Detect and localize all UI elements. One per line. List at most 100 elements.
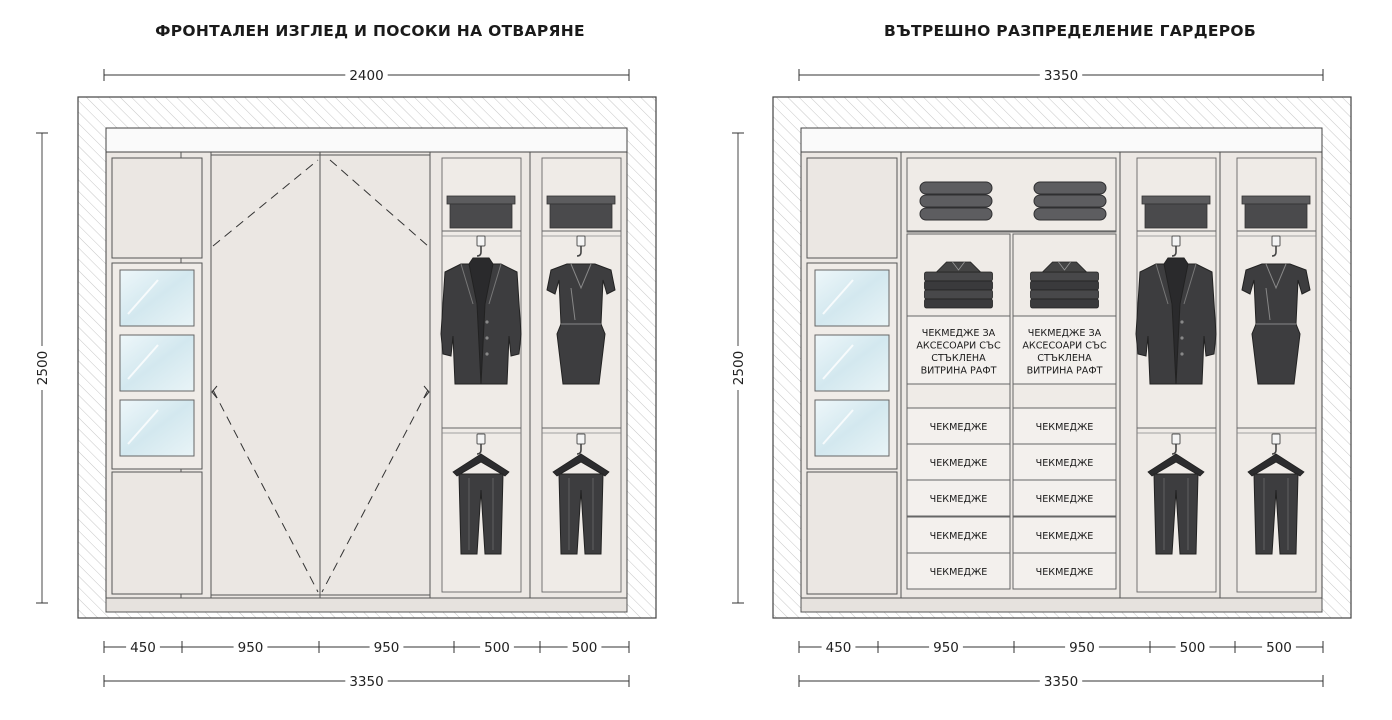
storage-box: [549, 203, 613, 229]
storage-box-lid: [1141, 195, 1211, 205]
drawer-label: ЧЕКМЕДЖЕ: [1036, 494, 1094, 505]
left-dim-height-label: 2500: [35, 351, 51, 385]
left-glass-pane-3: [119, 399, 195, 457]
drawer-label: ЧЕКМЕДЖЕ: [930, 494, 988, 505]
drawer: [1012, 443, 1117, 481]
left-dim-top: 2400: [103, 66, 630, 84]
storage-box: [1144, 203, 1208, 229]
left-dim-section-3-label: 950: [374, 640, 400, 656]
right-dim-section-1-label: 450: [826, 640, 852, 656]
womens-suit-icon: [1241, 235, 1311, 385]
mens-jacket-icon: [1135, 235, 1217, 385]
accessory-drawer-label-line: ЧЕКМЕДЖЕ ЗА: [1028, 328, 1102, 339]
right-dim-total: 3350: [798, 672, 1324, 690]
right-dim-height: 2500: [729, 132, 747, 604]
accessory-drawer-1: [906, 315, 1011, 385]
front-elevation: 2400 2500 450 950 950 500 500 3350: [33, 66, 657, 690]
left-dim-section-1-label: 450: [130, 640, 156, 656]
right-dim-section-4: 500: [1149, 638, 1236, 656]
drawer: [906, 552, 1011, 590]
storage-box-lid: [546, 195, 616, 205]
right-dim-height-label: 2500: [731, 351, 747, 385]
accessory-drawer-label-line: СТЪКЛЕНА: [931, 353, 986, 364]
drawer: [906, 479, 1011, 517]
left-dim-section-3: 950: [318, 638, 455, 656]
mens-jacket-icon: [440, 235, 522, 385]
interior-layout-title: ВЪТРЕШНО РАЗПРЕДЕЛЕНИЕ ГАРДЕРОБ: [884, 22, 1256, 40]
accessory-drawer-label-line: ВИТРИНА РАФТ: [1027, 366, 1103, 377]
storage-box-lid: [1241, 195, 1311, 205]
right-top-bulkhead: [800, 127, 1323, 153]
drawer-label: ЧЕКМЕДЖЕ: [1036, 458, 1094, 469]
drawer: [1012, 516, 1117, 554]
drawer: [1012, 552, 1117, 590]
right-upper-door: [806, 157, 898, 259]
right-dim-section-5-label: 500: [1266, 640, 1292, 656]
right-dim-section-3: 950: [1013, 638, 1151, 656]
right-dim-section-3-label: 950: [1069, 640, 1095, 656]
left-dim-section-1: 450: [103, 638, 183, 656]
left-glass-pane-1: [119, 269, 195, 327]
accessory-drawer-label-line: СТЪКЛЕНА: [1037, 353, 1092, 364]
right-glass-pane-2: [814, 334, 890, 392]
trousers-hanger-icon: [452, 433, 510, 555]
drawer: [906, 516, 1011, 554]
folded-towels-icon: [1033, 181, 1107, 221]
right-glass-pane-1: [814, 269, 890, 327]
left-lower-door: [111, 471, 203, 595]
right-dim-section-4-label: 500: [1180, 640, 1206, 656]
right-dim-section-2-label: 950: [933, 640, 959, 656]
right-dim-top-label: 3350: [1044, 68, 1078, 84]
left-upper-door: [111, 157, 203, 259]
right-dim-section-5: 500: [1234, 638, 1324, 656]
left-plinth: [105, 597, 628, 613]
folded-shirts-icon: [924, 261, 993, 309]
accessory-drawer-label-line: ЧЕКМЕДЖЕ ЗА: [922, 328, 996, 339]
drawer-label: ЧЕКМЕДЖЕ: [930, 458, 988, 469]
drawer-label: ЧЕКМЕДЖЕ: [1036, 422, 1094, 433]
left-dim-total: 3350: [103, 672, 630, 690]
drawer-label: ЧЕКМЕДЖЕ: [930, 422, 988, 433]
drawer: [1012, 407, 1117, 445]
drawer: [906, 443, 1011, 481]
door-1-opening-direction: [212, 159, 319, 593]
left-dim-total-label: 3350: [349, 674, 383, 690]
trousers-hanger-icon: [1247, 433, 1305, 555]
sliding-door-1: [210, 154, 321, 596]
right-glass-pane-3: [814, 399, 890, 457]
left-dim-top-label: 2400: [349, 68, 383, 84]
left-dim-section-4-label: 500: [484, 640, 510, 656]
drawer-label: ЧЕКМЕДЖЕ: [1036, 531, 1094, 542]
drawer: [1012, 479, 1117, 517]
folded-towels-icon: [919, 181, 993, 221]
accessory-drawer-label-line: АКСЕСОАРИ СЪС: [1022, 341, 1107, 352]
trousers-hanger-icon: [1147, 433, 1205, 555]
drawer-label: ЧЕКМЕДЖЕ: [930, 567, 988, 578]
folded-shirts-icon: [1030, 261, 1099, 309]
right-lower-door: [806, 471, 898, 595]
left-dim-section-2-label: 950: [238, 640, 264, 656]
drawer-label: ЧЕКМЕДЖЕ: [1036, 567, 1094, 578]
left-dim-height: 2500: [33, 132, 51, 604]
sliding-door-2: [319, 154, 431, 596]
storage-box-lid: [446, 195, 516, 205]
left-dim-section-2: 950: [181, 638, 320, 656]
left-dim-section-5-label: 500: [572, 640, 598, 656]
door-2-opening-direction: [321, 159, 429, 593]
accessory-drawer-label-line: ВИТРИНА РАФТ: [921, 366, 997, 377]
front-view-title: ФРОНТАЛЕН ИЗГЛЕД И ПОСОКИ НА ОТВАРЯНЕ: [155, 22, 585, 40]
storage-box: [449, 203, 513, 229]
right-plinth: [800, 597, 1323, 613]
accessory-drawer-label-line: АКСЕСОАРИ СЪС: [916, 341, 1001, 352]
right-dim-total-label: 3350: [1044, 674, 1078, 690]
accessory-drawer-2: [1012, 315, 1117, 385]
drawer-label: ЧЕКМЕДЖЕ: [930, 531, 988, 542]
trousers-hanger-icon: [552, 433, 610, 555]
right-dim-section-1: 450: [798, 638, 879, 656]
left-top-bulkhead: [105, 127, 628, 153]
right-dim-top: 3350: [798, 66, 1324, 84]
